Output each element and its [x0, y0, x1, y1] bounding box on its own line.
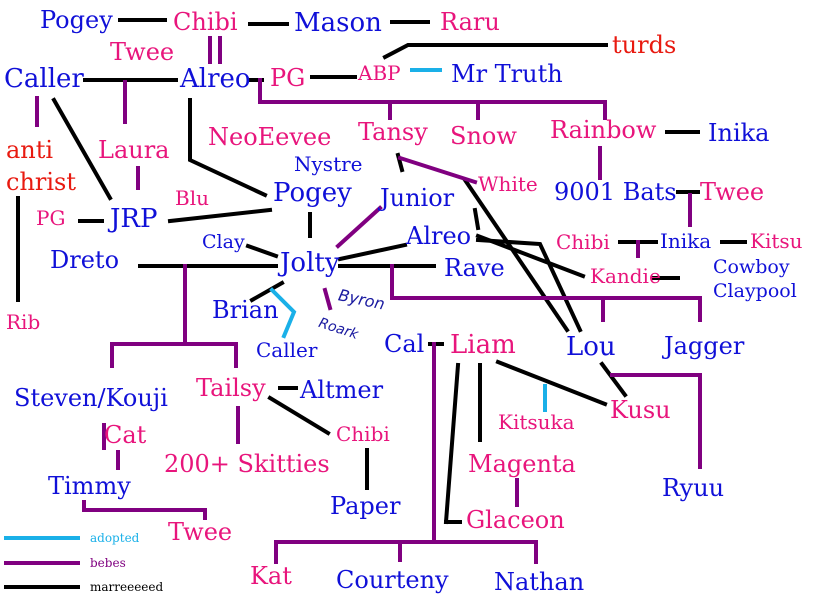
bebes-line — [390, 264, 702, 322]
node-mason: Mason — [294, 8, 382, 38]
node-antichrist-line1: anti — [6, 136, 54, 164]
legend-adopted-label: adopted — [90, 531, 140, 545]
bebes-line — [335, 205, 383, 249]
node-kandie: Kandie — [590, 264, 661, 288]
node-kitsuka: Kitsuka — [498, 410, 575, 434]
node-alreo: Alreo — [180, 64, 251, 94]
node-chibi-right: Chibi — [556, 230, 610, 254]
node-mr-truth: Mr Truth — [451, 60, 563, 88]
node-jrp: JRP — [110, 204, 158, 234]
node-tansy: Tansy — [358, 118, 428, 146]
married-line — [495, 359, 608, 407]
node-nathan: Nathan — [494, 568, 585, 596]
node-pogey-mid: Pogey — [273, 178, 352, 208]
bebes-line — [274, 540, 538, 564]
node-tailsy: Tailsy — [196, 374, 266, 402]
node-clay: Clay — [202, 231, 245, 253]
node-kusu: Kusu — [610, 396, 671, 424]
married-line — [337, 242, 408, 262]
node-antichrist-line2: christ — [6, 168, 77, 196]
node-pogey: Pogey — [40, 6, 113, 34]
married-line — [51, 97, 113, 201]
node-twee-right: Twee — [700, 178, 765, 206]
married-line — [472, 207, 481, 231]
node-cowboy: Cowboy — [713, 256, 790, 278]
node-rib: Rib — [6, 310, 41, 334]
node-turds: turds — [612, 31, 677, 59]
married-line — [462, 177, 570, 333]
node-ryuu: Ryuu — [662, 474, 725, 502]
node-neoeevee: NeoEevee — [208, 123, 332, 151]
node-liam: Liam — [450, 330, 516, 360]
node-pg: PG — [270, 64, 306, 92]
node-200-skitties: 200+ Skitties — [164, 450, 330, 478]
node-junior: Junior — [380, 184, 455, 212]
married-line — [443, 362, 461, 525]
married-line — [382, 43, 608, 60]
node-caller-mid: Caller — [256, 338, 318, 362]
legend-bebes-label: bebes — [90, 556, 126, 570]
node-raru: Raru — [440, 8, 500, 36]
node-magenta: Magenta — [468, 450, 576, 478]
node-laura: Laura — [98, 136, 170, 164]
bebes-line — [322, 287, 333, 311]
node-snow: Snow — [450, 122, 517, 150]
node-brian: Brian — [212, 296, 279, 324]
married-line — [267, 395, 331, 436]
married-line — [249, 280, 285, 303]
node-alreo-mid: Alreo — [406, 222, 472, 250]
node-glaceon: Glaceon — [466, 506, 565, 534]
node-kat: Kat — [250, 562, 292, 590]
node-cat: Cat — [104, 421, 147, 449]
married-line — [599, 361, 628, 398]
bebes-line — [110, 342, 238, 368]
node-nystre: Nystre — [294, 152, 363, 176]
married-line — [188, 98, 268, 198]
node-rave: Rave — [444, 254, 505, 282]
node-timmy: Timmy — [48, 472, 131, 500]
node-steven-kouji: Steven/Kouji — [14, 384, 168, 412]
node-jolty: Jolty — [280, 248, 340, 278]
node-chibi: Chibi — [173, 8, 238, 36]
node-courteny: Courteny — [336, 566, 449, 594]
married-line — [167, 207, 273, 224]
node-twee-low: Twee — [168, 518, 233, 546]
node-inika: Inika — [708, 119, 770, 147]
bebes-line — [258, 78, 607, 120]
node-white: White — [478, 172, 538, 196]
node-cal: Cal — [384, 330, 425, 358]
node-9001-bats: 9001 Bats — [554, 178, 677, 206]
node-altmer: Altmer — [300, 376, 384, 404]
bebes-line — [82, 500, 207, 520]
bebes-line — [397, 155, 478, 185]
bebes-line — [610, 373, 702, 469]
node-blu: Blu — [175, 186, 209, 210]
legend-married-label: marreeeeed — [90, 580, 164, 594]
node-twee: Twee — [110, 38, 175, 66]
node-pg-left: PG — [36, 206, 66, 230]
node-lou: Lou — [566, 332, 616, 362]
node-jagger: Jagger — [664, 332, 745, 360]
node-kitsu: Kitsu — [750, 229, 803, 253]
node-abp: ABP — [358, 61, 401, 85]
node-paper: Paper — [330, 492, 401, 520]
married-line — [475, 237, 583, 333]
node-claypool: Claypool — [713, 280, 797, 302]
node-caller: Caller — [4, 64, 84, 94]
node-inika-right: Inika — [660, 229, 712, 253]
node-chibi-low: Chibi — [336, 422, 390, 446]
married-line — [245, 243, 279, 259]
adopted-line — [269, 287, 297, 339]
node-dreto: Dreto — [50, 246, 120, 274]
node-rainbow: Rainbow — [550, 116, 657, 144]
